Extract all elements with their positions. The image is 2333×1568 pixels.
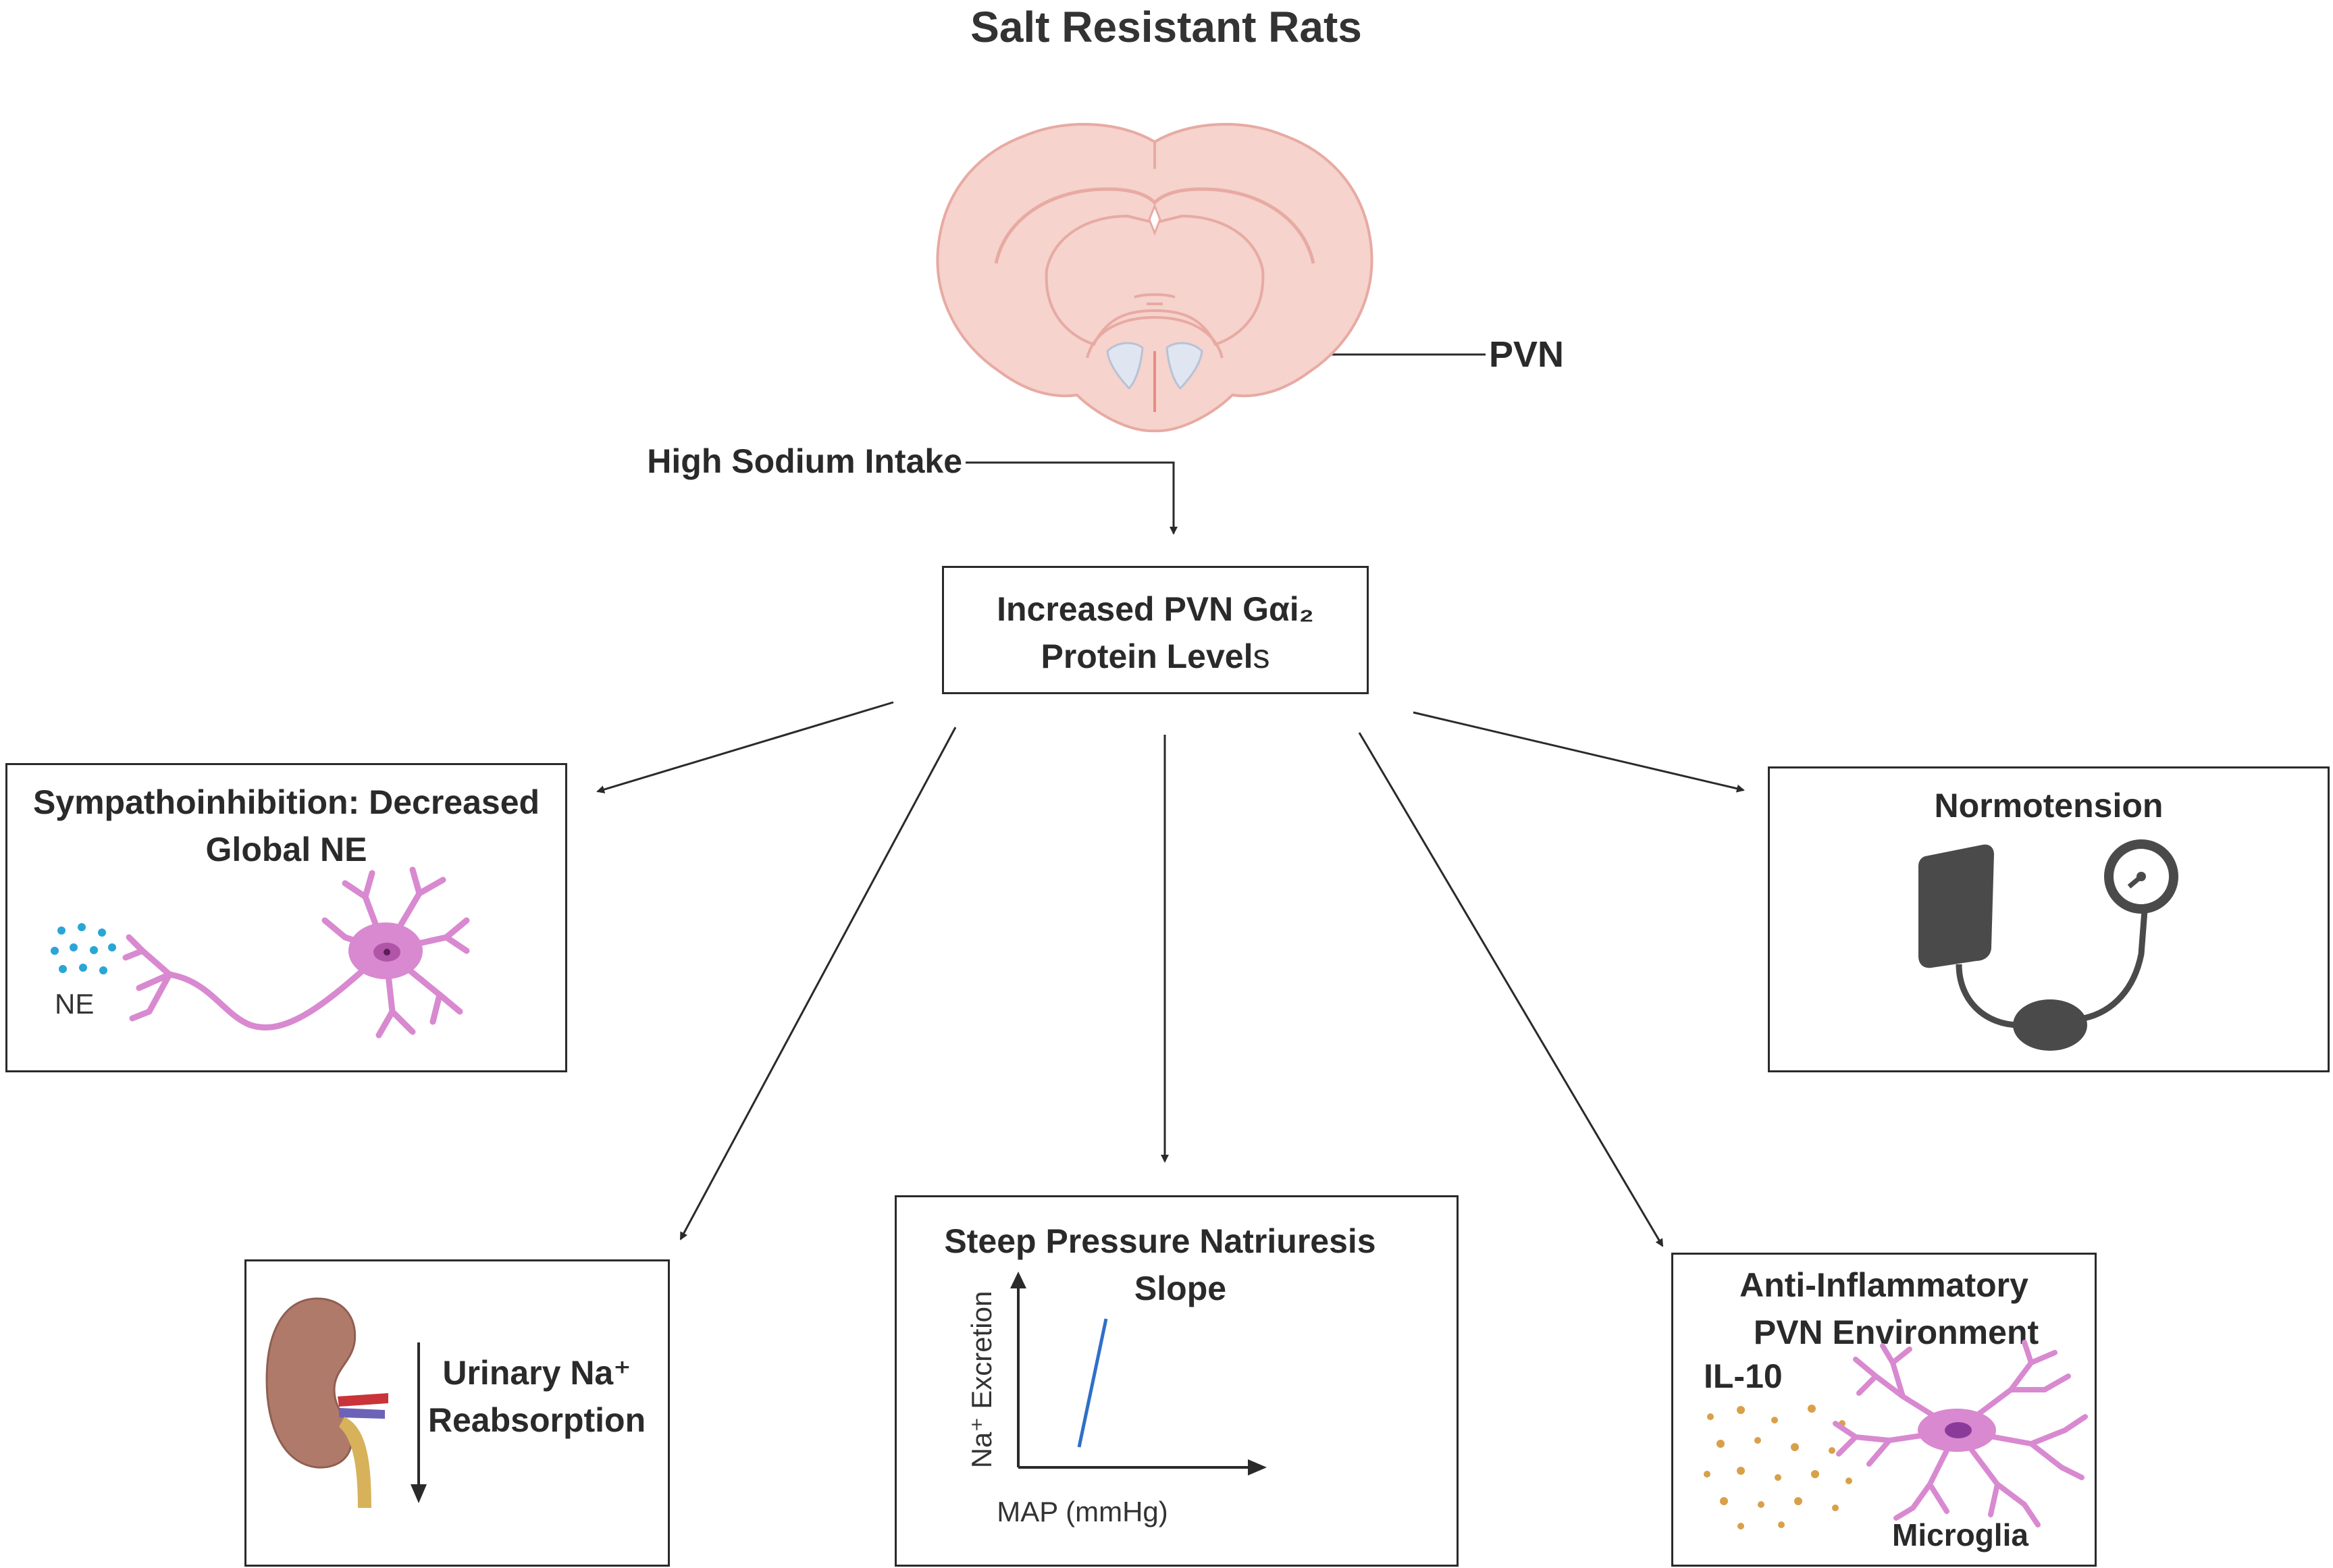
sodium-arrow	[966, 461, 1178, 535]
microglia-icon	[1833, 1340, 2088, 1527]
natriuresis-box: Steep Pressure Natriuresis Slope Na⁺ Exc…	[895, 1195, 1459, 1567]
sympathoinhibition-line2: Global NE	[205, 831, 367, 868]
arrow-to-urinary	[679, 727, 957, 1240]
blood-pressure-cuff-icon	[1918, 839, 2178, 1051]
normotension-box: Normotension	[1768, 766, 2330, 1072]
ne-dots-icon	[51, 923, 116, 974]
anti-inflammatory-box: Anti-Inflammatory PVN Environment IL-10 …	[1671, 1253, 2097, 1567]
sympathoinhibition-box: Sympathoinhibition: Decreased Global NE …	[5, 763, 567, 1072]
arrow-to-sympathoinhibition	[596, 701, 894, 793]
natriuresis-line1: Steep Pressure Natriuresis	[944, 1222, 1376, 1260]
urinary-line1: Urinary Na⁺	[442, 1354, 631, 1392]
down-arrow-icon	[411, 1342, 427, 1503]
arrow-to-normotension	[1413, 711, 1745, 793]
neuron-icon	[122, 866, 470, 1039]
anti-inflammatory-line2: PVN Environment	[1753, 1313, 2039, 1351]
high-sodium-intake-label: High Sodium Intake	[647, 442, 962, 480]
microglia-label: Microglia	[1892, 1517, 2028, 1552]
brain-icon	[936, 123, 1373, 433]
il10-label: IL-10	[1704, 1357, 1783, 1395]
center-box-line1: Increased PVN Gαi₂	[997, 590, 1314, 628]
page-title: Salt Resistant Rats	[970, 3, 1362, 51]
ne-label: NE	[55, 988, 95, 1020]
natriuresis-mini-plot: Na⁺ Excretion MAP (mmHg)	[966, 1272, 1267, 1527]
center-box-line2-tail: s	[1253, 637, 1270, 675]
natriuresis-line2: Slope	[1134, 1270, 1227, 1307]
pvn-label: PVN	[1489, 334, 1565, 375]
center-box-line2: Protein Levels	[944, 633, 1367, 680]
center-box: Increased PVN Gαi₂ Protein Levels	[942, 566, 1369, 694]
center-box-line2-bold: Protein Level	[1041, 637, 1253, 675]
arrow-to-anti-inflammatory	[1358, 732, 1664, 1247]
il10-dots-icon	[1704, 1405, 1852, 1530]
natriuresis-y-axis-label: Na⁺ Excretion	[966, 1291, 997, 1469]
natriuresis-x-axis-label: MAP (mmHg)	[997, 1496, 1168, 1527]
kidney-icon	[265, 1297, 388, 1508]
anti-inflammatory-line1: Anti-Inflammatory	[1739, 1266, 2028, 1304]
urinary-line2: Reabsorption	[427, 1401, 646, 1439]
sympathoinhibition-line1: Sympathoinhibition: Decreased	[32, 783, 540, 821]
normotension-label: Normotension	[1934, 787, 2164, 825]
urinary-box: Urinary Na⁺ Reabsorption	[244, 1259, 670, 1567]
